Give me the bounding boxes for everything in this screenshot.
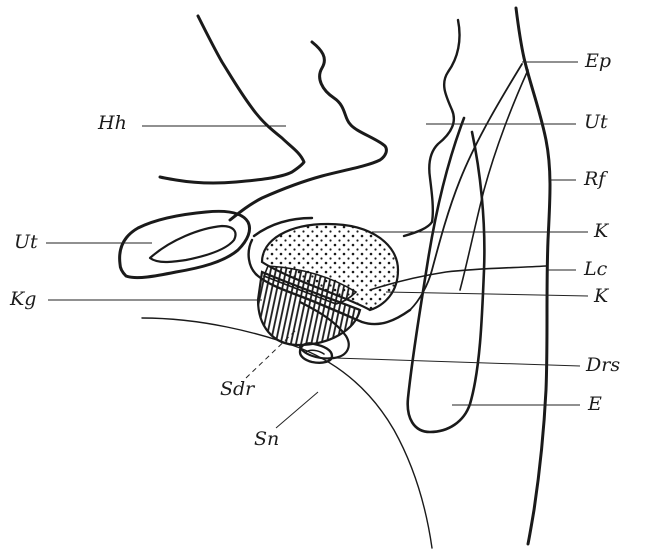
label-ut-left: Ut — [14, 233, 38, 252]
label-ep: Ep — [585, 52, 611, 71]
label-ut-right: Ut — [584, 113, 608, 132]
label-drs: Drs — [586, 356, 620, 375]
label-lc: Lc — [584, 260, 607, 279]
label-sn: Sn — [254, 430, 279, 449]
leader-sn — [276, 392, 318, 428]
label-e: E — [588, 395, 602, 414]
ep-stalk-inner — [460, 70, 528, 290]
label-k-upper: K — [594, 222, 608, 241]
ut-left-inner — [150, 226, 236, 262]
label-rf: Rf — [584, 170, 605, 189]
label-sdr: Sdr — [220, 380, 254, 399]
label-k-lower: K — [594, 287, 608, 306]
leader-k-lower — [386, 292, 588, 296]
e-sac-outline — [408, 118, 485, 432]
hh-inner-fold — [230, 42, 386, 220]
leader-drs — [334, 358, 580, 366]
rf-line — [516, 8, 550, 544]
leader-sdr — [246, 330, 296, 378]
label-hh: Hh — [98, 114, 127, 133]
hh-structure-outline — [160, 16, 304, 183]
label-kg: Kg — [10, 290, 36, 309]
sn-curve — [142, 318, 432, 548]
